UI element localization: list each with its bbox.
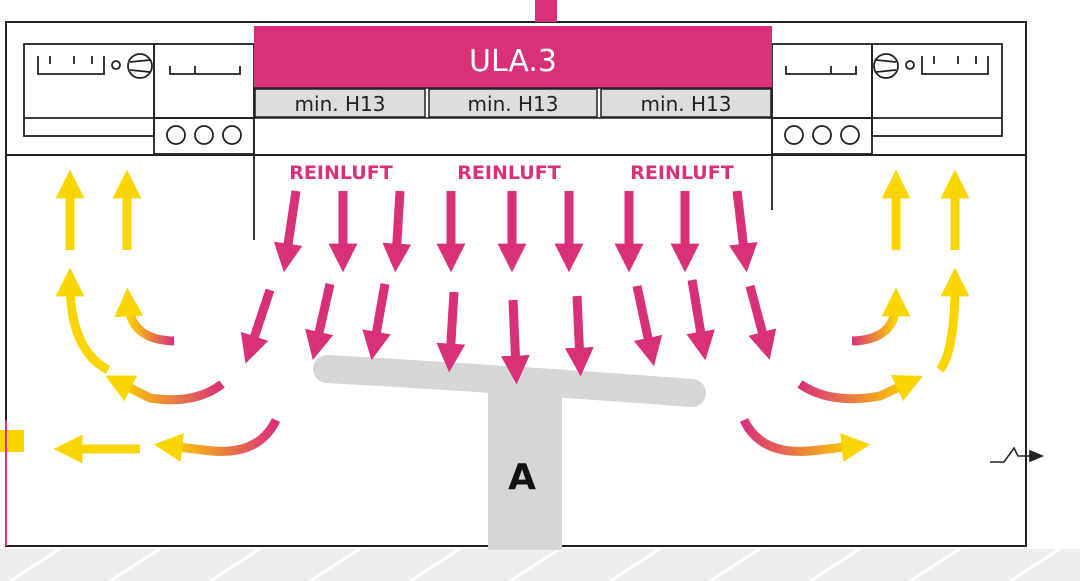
side-connector bbox=[0, 430, 24, 452]
clean-air-label-3: REINLUFT bbox=[630, 162, 733, 184]
filter-3 bbox=[600, 88, 772, 118]
filter-row: min. H13 min. H13 min. H13 bbox=[254, 88, 772, 118]
filter-1 bbox=[254, 88, 426, 118]
clean-air-arrows bbox=[240, 190, 777, 385]
left-equipment bbox=[23, 43, 255, 155]
supply-duct bbox=[535, 0, 557, 22]
return-air-left bbox=[53, 169, 281, 464]
filter-1-label: min. H13 bbox=[295, 92, 386, 116]
filter-2 bbox=[428, 88, 598, 118]
clean-air-label-2: REINLUFT bbox=[457, 162, 560, 184]
leakage-symbol-icon bbox=[990, 446, 1045, 463]
table-label: A bbox=[508, 457, 536, 498]
clean-air-label-1: REINLUFT bbox=[289, 162, 392, 184]
filter-3-label: min. H13 bbox=[641, 92, 732, 116]
ula-unit-label: ULA.3 bbox=[469, 44, 557, 79]
filter-2-label: min. H13 bbox=[468, 92, 559, 116]
return-air-right bbox=[739, 169, 970, 462]
operating-table: A bbox=[313, 355, 706, 550]
floor bbox=[0, 547, 1080, 581]
right-equipment bbox=[771, 43, 1003, 155]
